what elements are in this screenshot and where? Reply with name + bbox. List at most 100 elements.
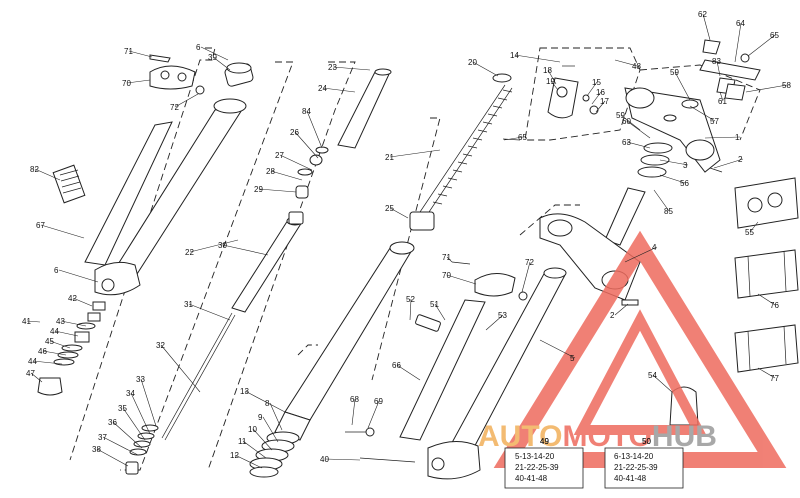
- leader-line-77: [757, 367, 776, 379]
- callout-28: 28: [266, 167, 275, 176]
- left-fork-leg: [37, 54, 254, 396]
- callout-16: 16: [596, 88, 605, 97]
- callout-24: 24: [318, 84, 327, 93]
- leader-line-85: [653, 189, 670, 212]
- callout-35: 35: [118, 404, 127, 413]
- leader-line-8: [269, 402, 283, 431]
- leader-line-33: [140, 378, 157, 427]
- leader-line-76: [757, 293, 776, 306]
- callout-2-2: 2: [610, 311, 615, 320]
- leader-line-4: [624, 246, 658, 263]
- callout-21: 21: [385, 153, 394, 162]
- callout-25: 25: [385, 204, 394, 213]
- callout-37: 37: [98, 433, 107, 442]
- callout-84: 84: [302, 107, 311, 116]
- callout-60: 60: [622, 117, 631, 126]
- leader-line-59: [674, 71, 691, 101]
- callout-1: 1: [735, 133, 740, 142]
- leader-line-66: [396, 364, 421, 381]
- leader-line-42: [72, 297, 93, 307]
- callout-67: 67: [36, 221, 45, 230]
- kit-box-50-number: 50: [642, 437, 651, 446]
- leader-line-63: [626, 141, 651, 149]
- leader-line-10: [252, 428, 273, 451]
- callout-51: 51: [430, 300, 439, 309]
- callout-76: 76: [770, 301, 779, 310]
- leader-line-18: [547, 69, 557, 85]
- leader-line-26: [294, 131, 319, 159]
- callout-48: 48: [632, 62, 641, 71]
- callout-6-2: 6: [54, 266, 59, 275]
- leader-line-40: [324, 458, 361, 461]
- kit-box-49-line-2: 21-22-25-39: [515, 463, 559, 472]
- kit-box-49: 49 5-13-14-20 21-22-25-39 40-41-48: [504, 437, 584, 489]
- leader-line-52: [409, 298, 412, 321]
- leader-line-34: [130, 392, 151, 435]
- leader-line-32: [160, 344, 201, 393]
- callout-63: 63: [622, 138, 631, 147]
- leader-line-57: [689, 105, 716, 122]
- callout-14: 14: [510, 51, 519, 60]
- callout-72: 72: [170, 103, 179, 112]
- leader-line-17: [595, 100, 606, 113]
- kit-box-49-line-1: 5-13-14-20: [515, 452, 555, 461]
- callout-49-2: 49: [540, 437, 549, 446]
- gaiters: [669, 177, 799, 426]
- callout-27: 27: [275, 151, 284, 160]
- watermark-hub: HUB: [652, 420, 717, 453]
- leader-line-22: [189, 239, 239, 253]
- callout-11: 11: [238, 437, 247, 446]
- callout-69: 69: [374, 397, 383, 406]
- callout-9: 9: [258, 413, 263, 422]
- leader-line-46: [42, 350, 67, 356]
- callout-59: 59: [670, 68, 679, 77]
- leader-line-70-2: [446, 274, 477, 285]
- right-fork-leg: [345, 261, 567, 480]
- callout-77: 77: [770, 374, 779, 383]
- leader-line-51: [434, 303, 446, 321]
- callout-12: 12: [230, 451, 239, 460]
- callout-6: 6: [196, 43, 201, 52]
- leader-line-20: [472, 61, 499, 77]
- leader-line-13: [244, 390, 286, 413]
- callout-42: 42: [68, 294, 77, 303]
- leader-line-44: [54, 330, 79, 337]
- leader-line-60: [626, 120, 651, 139]
- leader-line-64: [734, 22, 742, 63]
- callout-41: 41: [22, 317, 31, 326]
- callout-19: 19: [546, 77, 555, 86]
- leader-line-24: [322, 87, 356, 93]
- leader-line-14: [514, 54, 561, 63]
- leader-line-21: [389, 149, 441, 158]
- callout-13: 13: [240, 387, 249, 396]
- callout-3: 3: [683, 161, 688, 170]
- callout-62: 62: [698, 10, 707, 19]
- callout-55: 55: [745, 228, 754, 237]
- leader-line-25: [389, 207, 409, 219]
- callout-31: 31: [184, 300, 193, 309]
- callout-30: 30: [218, 241, 227, 250]
- leader-line-2-2: [614, 303, 629, 316]
- kit-box-50: 50 6-13-14-20 21-22-25-39 40-41-48: [604, 437, 684, 489]
- callout-4: 4: [652, 243, 657, 252]
- callout-38: 38: [92, 445, 101, 454]
- leader-line-53: [485, 314, 504, 331]
- callout-58: 58: [782, 81, 791, 90]
- callout-33: 33: [136, 375, 145, 384]
- leader-line-54: [652, 374, 673, 393]
- callout-17: 17: [600, 97, 609, 106]
- leader-line-11: [242, 440, 267, 459]
- callout-50: 50: [642, 437, 651, 446]
- leader-line-48: [614, 59, 638, 67]
- leader-lines: [26, 13, 788, 469]
- callout-70-2: 70: [442, 271, 451, 280]
- leader-line-19: [550, 80, 559, 91]
- leader-line-84: [306, 110, 323, 149]
- callout-43: 43: [56, 317, 65, 326]
- leader-line-6-2: [58, 269, 99, 283]
- leader-line-16: [591, 91, 602, 105]
- callout-22: 22: [185, 248, 194, 257]
- svg-text:AUTOMOTOHUB: AUTOMOTOHUB: [478, 420, 717, 453]
- leader-line-28: [270, 170, 303, 181]
